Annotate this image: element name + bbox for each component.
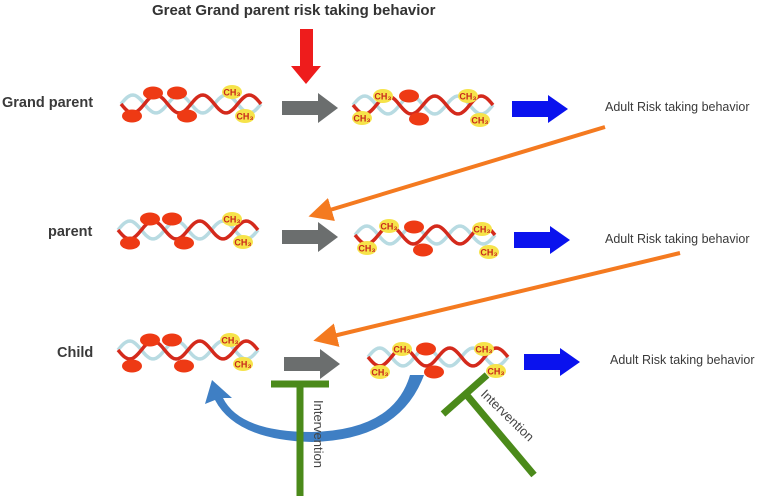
methyl-mark [458,89,478,103]
methyl-mark [352,111,372,125]
methyl-label: CH₃ [236,112,253,122]
methyl-label: CH₃ [473,225,490,235]
outcome-arrow-parent [514,226,570,254]
dna-child-after: CH₃ CH₃ CH₃ CH₃ [366,342,510,379]
methyl-mark [472,222,492,236]
histone-mark [399,89,419,103]
methyl-label: CH₃ [380,222,397,232]
methyl-mark [233,235,253,249]
methyl-label: CH₃ [393,345,410,355]
methyl-label: CH₃ [353,114,370,124]
histone-mark [413,243,433,257]
progression-arrow-parent [282,222,338,252]
outcome-arrow-child [524,348,580,376]
histone-mark [162,212,182,226]
histone-mark [140,333,160,347]
histone-mark [174,236,194,250]
methyl-mark [357,241,377,255]
dna-parent-after: CH₃ CH₃ CH₃ CH₃ [353,219,499,259]
methyl-mark [233,357,253,371]
methyl-label: CH₃ [487,367,504,377]
progression-arrow-child [284,349,340,379]
methyl-label: CH₃ [471,116,488,126]
histone-mark [143,86,163,100]
stress-arrow [291,29,321,84]
methyl-mark [222,85,242,99]
histone-mark [404,220,424,234]
diagram-title: Great Grand parent risk taking behavior [152,2,436,19]
histone-mark [424,365,444,379]
intervention-bar-diagonal [440,372,537,478]
outcome-child: Adult Risk taking behavior [610,353,755,367]
dna-strand-red [116,339,260,361]
inheritance-arrow-to-parent [308,125,606,222]
dna-strand-red [366,346,510,368]
outcome-parent: Adult Risk taking behavior [605,232,750,246]
outcome-grand-parent: Adult Risk taking behavior [605,100,750,114]
methyl-mark [470,113,490,127]
methyl-label: CH₃ [374,92,391,102]
histone-mark [409,112,429,126]
label-grand-parent: Grand parent [2,95,94,111]
histone-mark [140,212,160,226]
histone-mark [177,109,197,123]
methyl-mark [392,342,412,356]
histone-mark [122,359,142,373]
dna-strand-red [353,224,497,246]
dna-grand-parent-after: CH₃ CH₃ CH₃ CH₃ [351,89,495,127]
methyl-label: CH₃ [234,238,251,248]
histone-mark [162,333,182,347]
dna-strand-red [119,93,263,115]
methyl-label: CH₃ [234,360,251,370]
inheritance-arrow-to-child [313,251,681,347]
progression-arrow-grand-parent [282,93,338,123]
methyl-label: CH₃ [221,336,238,346]
dna-child-before: CH₃ CH₃ [116,333,260,373]
feedback-curve-arrow [205,375,424,442]
dna-parent-before: CH₃ CH₃ [116,212,260,250]
intervention-label-vertical: Intervention [311,400,326,468]
methyl-mark [373,89,393,103]
histone-mark [174,359,194,373]
methyl-label: CH₃ [358,244,375,254]
methyl-mark [474,342,494,356]
label-parent: parent [48,224,93,240]
methyl-mark [220,333,240,347]
methyl-mark [379,219,399,233]
histone-mark [416,342,436,356]
dna-strand-red [116,219,260,241]
histone-mark [120,236,140,250]
methyl-label: CH₃ [223,88,240,98]
histone-mark [122,109,142,123]
methyl-mark [479,245,499,259]
methyl-mark [486,364,506,378]
methyl-label: CH₃ [475,345,492,355]
label-child: Child [57,345,94,361]
methyl-label: CH₃ [371,368,388,378]
methyl-mark [370,365,390,379]
intervention-bar-vertical [271,380,329,496]
methyl-label: CH₃ [459,92,476,102]
outcome-arrow-grand-parent [512,95,568,123]
methyl-mark [235,109,255,123]
dna-grand-parent-before: CH₃ CH₃ [119,85,263,123]
methyl-label: CH₃ [480,248,497,258]
methyl-label: CH₃ [223,215,240,225]
histone-mark [167,86,187,100]
methyl-mark [222,212,242,226]
dna-strand-red [351,94,495,116]
